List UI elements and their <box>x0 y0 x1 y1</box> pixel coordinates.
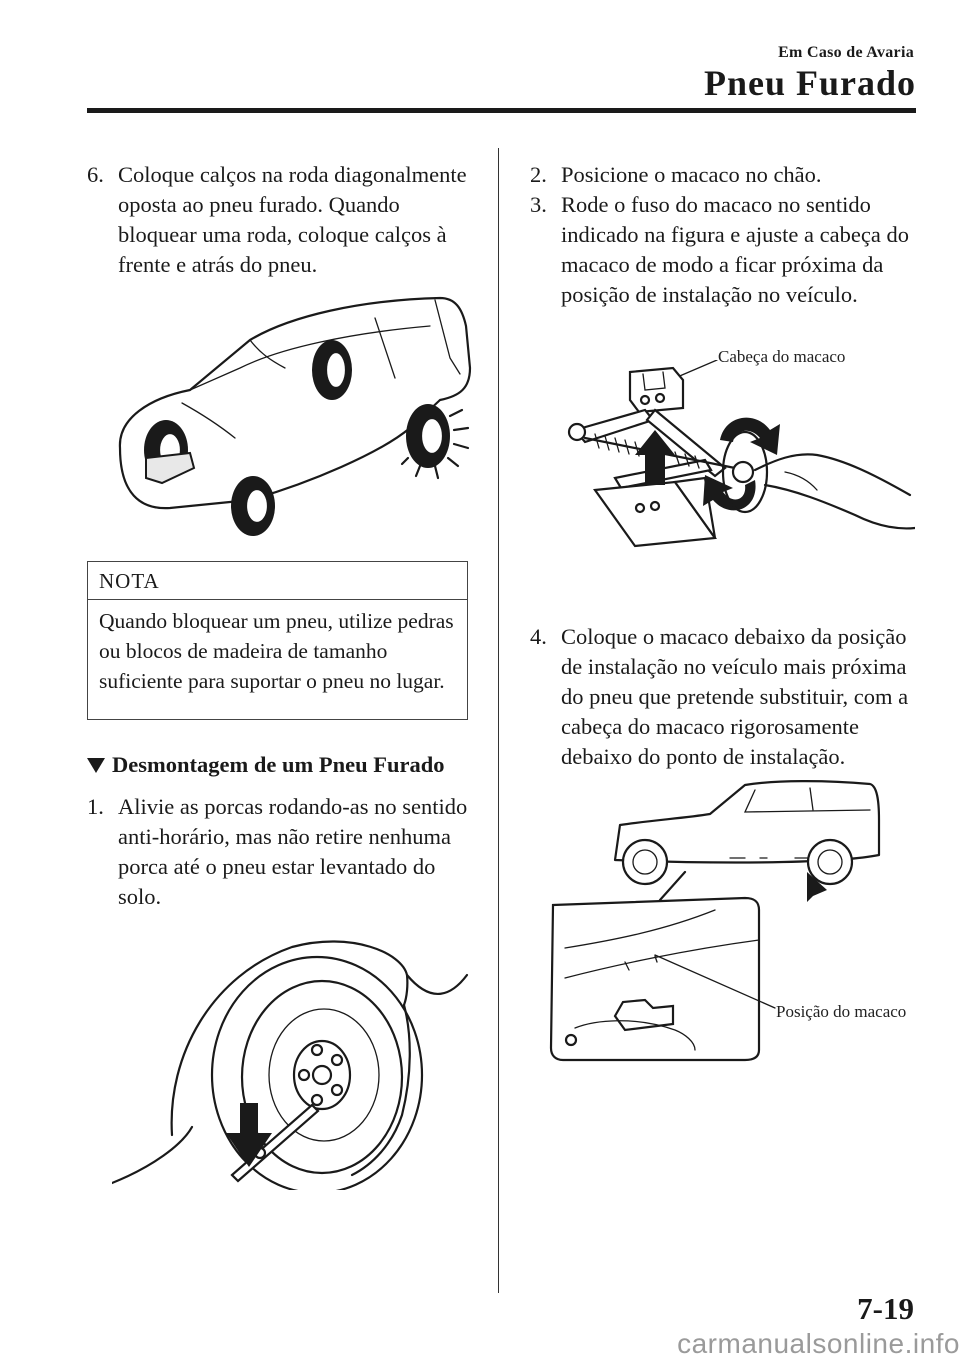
note-heading: NOTA <box>88 562 467 600</box>
step-6: 6. Coloque calços na roda diagonalmente … <box>87 160 472 280</box>
up-arrow-icon <box>635 430 675 485</box>
footer-site-watermark: carmanualsonline.info <box>677 1328 960 1359</box>
section-triangle-icon <box>87 758 105 773</box>
step-2: 2. Posicione o macaco no chão. <box>530 160 920 190</box>
section-heading: Desmontagem de um Pneu Furado <box>87 752 445 778</box>
step-1: 1. Alivie as porcas rodando-as no sentid… <box>87 792 472 912</box>
step-3: 3. Rode o fuso do macaco no sentido indi… <box>530 190 920 310</box>
page-number: 7-19 <box>857 1291 914 1326</box>
jack-position-illustration <box>549 780 881 1062</box>
step-text: Coloque calços na roda diagonalmente opo… <box>118 162 467 277</box>
step-4: 4. Coloque o macaco debaixo da posição d… <box>530 622 920 772</box>
step-text: Alivie as porcas rodando-as no sentido a… <box>118 794 468 909</box>
step-number: 1. <box>87 794 104 819</box>
note-body: Quando bloquear um pneu, utilize pedras … <box>99 609 454 693</box>
step-number: 6. <box>87 162 104 187</box>
scissor-jack-illustration <box>567 360 915 548</box>
column-divider <box>498 148 499 1293</box>
pointer-arrow-icon <box>807 872 827 902</box>
step-number: 2. <box>530 162 547 187</box>
step-number: 3. <box>530 192 547 217</box>
step-text: Rode o fuso do macaco no sentido indicad… <box>561 192 909 307</box>
down-arrow-icon <box>226 1103 272 1167</box>
page-title: Pneu Furado <box>703 63 916 103</box>
rotation-arrow-icon <box>720 417 780 455</box>
section-title: Desmontagem de um Pneu Furado <box>112 752 445 777</box>
step-text: Posicione o macaco no chão. <box>561 162 822 187</box>
rotation-arrow-icon <box>703 475 756 511</box>
car-chock-illustration <box>118 296 472 536</box>
step-number: 4. <box>530 624 547 649</box>
header-rule <box>87 108 916 113</box>
step-text: Coloque o macaco debaixo da posição de i… <box>561 624 909 769</box>
chapter-label: Em Caso de Avaria <box>778 44 914 61</box>
lug-wrench-illustration <box>112 940 469 1190</box>
callout-jack-head: Cabeça do macaco <box>718 347 846 366</box>
note-box: NOTA Quando bloquear um pneu, utilize pe… <box>87 561 468 720</box>
callout-jack-position: Posição do macaco <box>776 1002 907 1021</box>
